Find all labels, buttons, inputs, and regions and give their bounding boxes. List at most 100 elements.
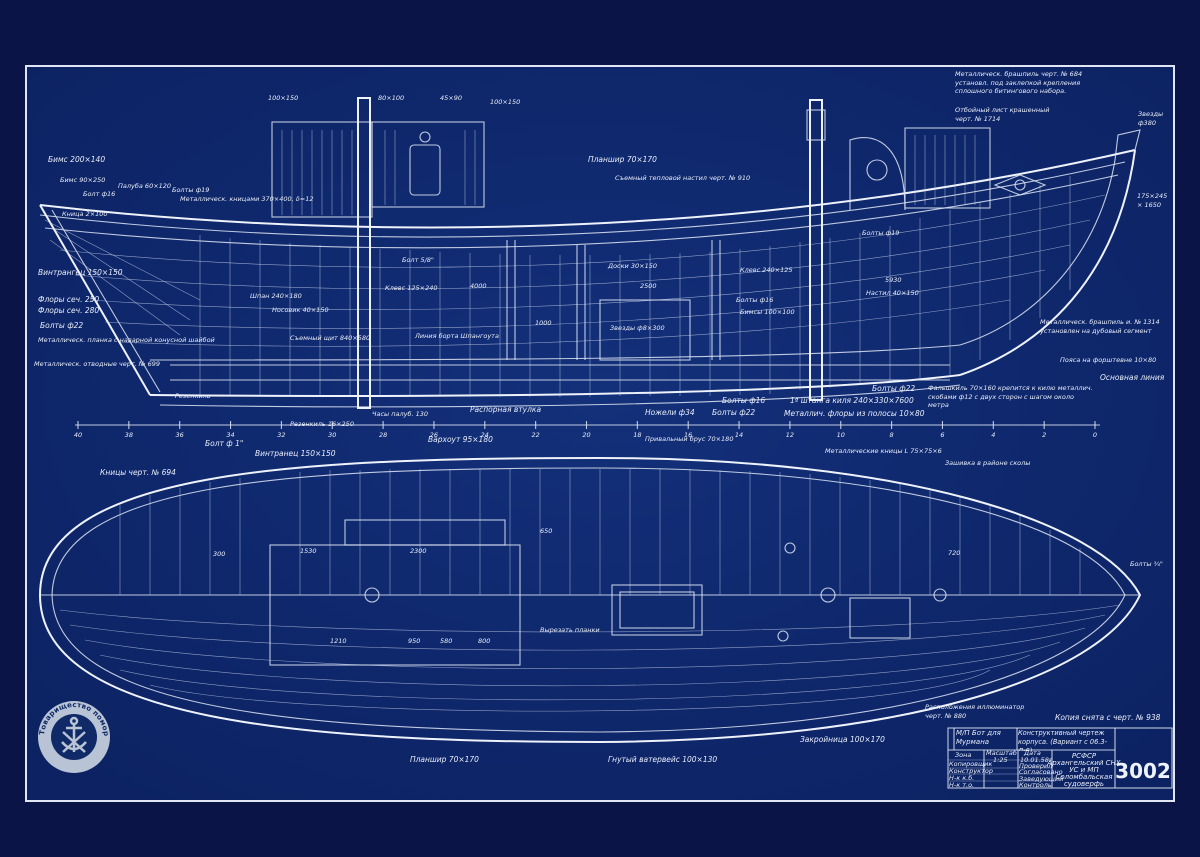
label: Фальшкиль 70×160 крепится к килю металли… <box>928 384 1093 409</box>
dimension: 800 <box>478 637 490 645</box>
org-line: Соломбальская <box>1056 773 1113 781</box>
label: Болт ф 1" <box>205 439 243 448</box>
vessel-name: М/П Бот для Мурмана <box>956 729 1001 746</box>
dimension: 580 <box>440 637 452 645</box>
scale-tick-label: 24 <box>481 431 489 439</box>
scale-tick-label: 0 <box>1093 431 1097 439</box>
label: Планшир 70×170 <box>588 155 657 164</box>
label: Настил 40×150 <box>866 289 919 297</box>
drawing-frame <box>25 65 1175 802</box>
label: Болт 5/8" <box>402 256 434 264</box>
label: Болты ф19 <box>172 186 209 194</box>
label: Бимс 90×250 <box>60 176 105 184</box>
scale-value: 1:25 <box>993 756 1008 764</box>
dimension: 1530 <box>300 547 317 555</box>
role: Н-к к.б. <box>949 774 974 782</box>
label: Металлич. флоры из полосы 10×80 <box>784 409 925 418</box>
label: Носовик 40×150 <box>272 306 329 314</box>
copy-note: Копия снята с черт. № 938 <box>1055 713 1161 722</box>
scale-tick-label: 26 <box>430 431 438 439</box>
scale-tick-label: 22 <box>532 431 540 439</box>
label: Палуба 60×120 <box>118 182 171 190</box>
plan-labels: Винтранец 150×150 Кницы черт. № 694 Варх… <box>100 435 1163 764</box>
date-value: 10.01.58г. <box>1020 756 1054 764</box>
label: Металлические кницы L 75×75×6 <box>825 447 942 455</box>
scale-tick-label: 38 <box>125 431 133 439</box>
label: Зашивка в районе сколы <box>945 459 1030 467</box>
plan-view <box>38 456 1142 744</box>
scale-tick-label: 36 <box>176 431 184 439</box>
drawing-number: 3002 <box>1115 759 1171 783</box>
role: Согласовано <box>1019 768 1063 776</box>
label: Болты ф19 <box>862 229 899 237</box>
scale-tick-label: 16 <box>684 431 692 439</box>
label: Болты ф22 <box>40 321 83 330</box>
date-label: Дата <box>1023 749 1041 757</box>
label: Клевс 240×125 <box>740 266 793 274</box>
profile-labels: Бимс 200×140 Бимс 90×250 Болт ф16 Палуба… <box>34 70 1168 448</box>
label: Съемный тепловой настил черт. № 910 <box>615 174 750 182</box>
org-line: РСФСР <box>1072 752 1097 760</box>
label: Болты ¾" <box>1130 560 1163 568</box>
scale-tick-label: 32 <box>277 431 285 439</box>
dimension: 2300 <box>410 547 427 555</box>
anchor-icon <box>61 716 87 753</box>
label: Часы палуб. 130 <box>372 410 428 418</box>
label: Флоры сеч. 250 <box>38 295 99 304</box>
label: Кница 2×100 <box>62 210 108 218</box>
label: Гнутый ватервейс 100×130 <box>608 755 717 764</box>
zone-label: Зона <box>955 751 971 759</box>
label: Планшир 70×170 <box>410 755 479 764</box>
label: Флоры сеч. 280 <box>38 306 99 315</box>
label: Расположения иллюминатор черт. № 880 <box>925 703 1025 720</box>
label: Металлическ. брашпиль и. № 1314 установл… <box>1040 318 1160 335</box>
label: Распорная втулка <box>470 405 541 414</box>
label: Основная линия <box>1100 373 1165 382</box>
label: Болты ф16 <box>722 396 765 405</box>
label: Металлическ. кницами 370×400, δ=12 <box>180 195 313 203</box>
scale-tick-label: 14 <box>735 431 743 439</box>
label: Кницы черт. № 694 <box>100 468 176 477</box>
scale-tick-label: 4 <box>991 431 995 439</box>
dimension: 4000 <box>470 282 487 290</box>
label: 1ª штанга киля 240×330×7600 <box>790 396 914 405</box>
role: Заведующий <box>1019 775 1063 783</box>
label: Доски 30×150 <box>607 262 657 270</box>
role: Копировщик <box>949 760 992 768</box>
label: Винтрангец 150×150 <box>38 268 123 277</box>
label: Резенкиль <box>175 392 211 400</box>
dimension: 950 <box>408 637 420 645</box>
role: Н-к т.о. <box>949 781 974 789</box>
org-line: Архангельский СНХ <box>1046 759 1120 767</box>
label: Металлическ. планка с наварной конусной … <box>38 336 215 344</box>
label: 175×245 × 1650 <box>1137 192 1168 209</box>
label: Клевс 125×240 <box>385 284 438 292</box>
scale-tick-label: 30 <box>328 431 336 439</box>
label: Вархоут 95×180 <box>428 435 493 444</box>
scale-tick-label: 10 <box>837 431 845 439</box>
dimension: 2500 <box>640 282 657 290</box>
label: Вырезать планки <box>540 626 600 634</box>
dimension: 1210 <box>330 637 347 645</box>
label: Резенкиль 16×250 <box>290 420 354 428</box>
dimension: 300 <box>213 550 225 558</box>
title-block: М/П Бот для Мурмана Конструктивный черте… <box>947 727 1173 789</box>
scale-tick-label: 6 <box>940 431 944 439</box>
label: Звезды ф380 <box>1138 110 1164 127</box>
scale-label: Масштаб <box>986 749 1017 757</box>
label: Линия борта Шпангоута <box>414 332 499 340</box>
org-line: УС и МП <box>1069 766 1099 774</box>
org-line: судоверфь <box>1064 780 1104 788</box>
dimension: 100×150 <box>268 94 298 102</box>
label: Пояса на форштевне 10×80 <box>1060 356 1156 364</box>
label: Болт ф16 <box>83 190 115 198</box>
scale-tick-label: 18 <box>633 431 641 439</box>
label: Болты ф22 <box>872 384 915 393</box>
label: Металлическ. брашпиль черт. № 684 устано… <box>955 70 1083 95</box>
label: Привальный брус 70×180 <box>645 435 733 443</box>
label: Бимс 200×140 <box>48 155 105 164</box>
label: Ножели ф34 <box>645 408 695 417</box>
scale-tick-label: 12 <box>786 431 794 439</box>
